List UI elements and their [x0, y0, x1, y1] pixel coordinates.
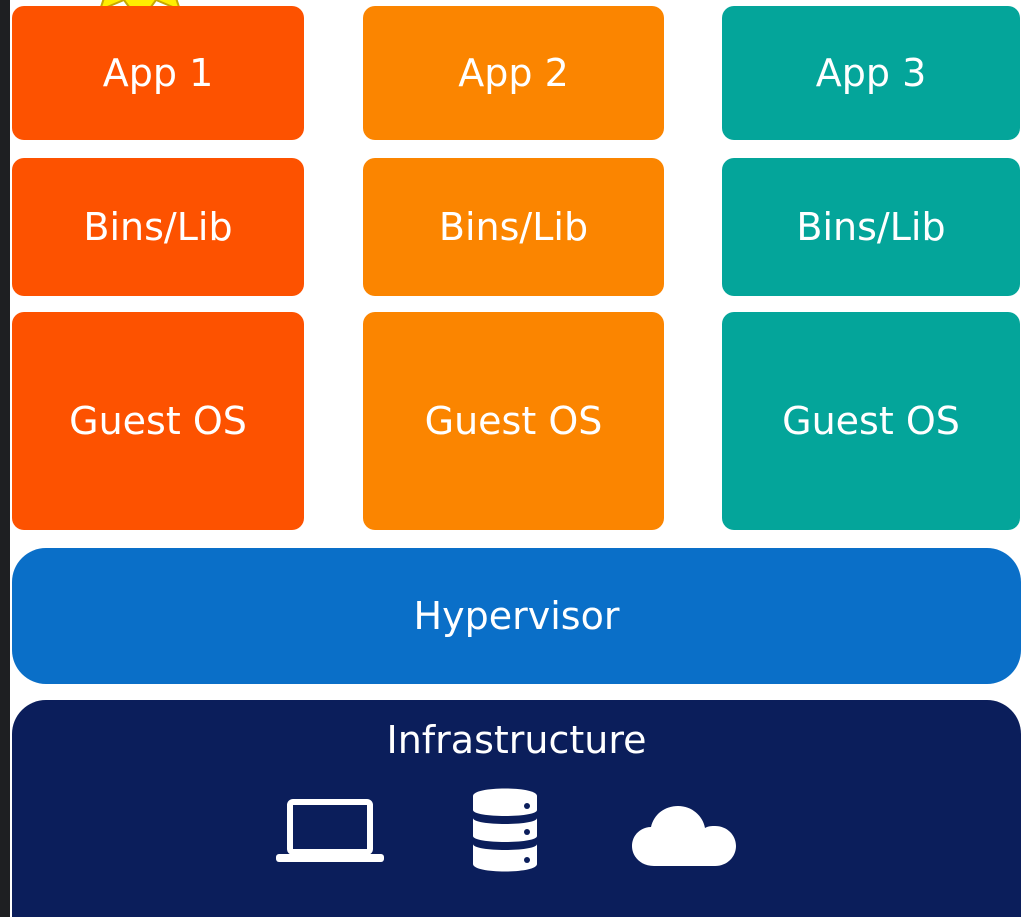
app1-bins-lib-block: Bins/Lib	[12, 158, 304, 296]
app2-guest-os-block: Guest OS	[363, 312, 664, 530]
app1-bins-lib-label: Bins/Lib	[83, 205, 233, 249]
app3-guest-os-block: Guest OS	[722, 312, 1020, 530]
app2-guest-os-label: Guest OS	[424, 399, 603, 443]
app2-block: App 2	[363, 6, 664, 140]
hypervisor-label: Hypervisor	[413, 594, 620, 638]
app2-label: App 2	[458, 51, 569, 95]
app3-guest-os-label: Guest OS	[782, 399, 960, 443]
app3-bins-lib-block: Bins/Lib	[722, 158, 1020, 296]
database-icon	[473, 788, 537, 872]
app2-bins-lib-label: Bins/Lib	[438, 205, 589, 249]
hypervisor-layer: Hypervisor	[12, 548, 1021, 684]
app1-guest-os-block: Guest OS	[12, 312, 304, 530]
infrastructure-label: Infrastructure	[386, 718, 647, 762]
app2-bins-lib-block: Bins/Lib	[363, 158, 664, 296]
app3-block: App 3	[722, 6, 1020, 140]
app1-block: App 1	[12, 6, 304, 140]
app3-bins-lib-label: Bins/Lib	[796, 205, 946, 249]
app3-label: App 3	[815, 51, 927, 95]
app1-guest-os-label: Guest OS	[69, 399, 247, 443]
infrastructure-layer: Infrastructure	[12, 700, 1021, 917]
app1-label: App 1	[102, 51, 214, 95]
cloud-icon	[632, 806, 736, 866]
laptop-icon	[276, 799, 384, 862]
